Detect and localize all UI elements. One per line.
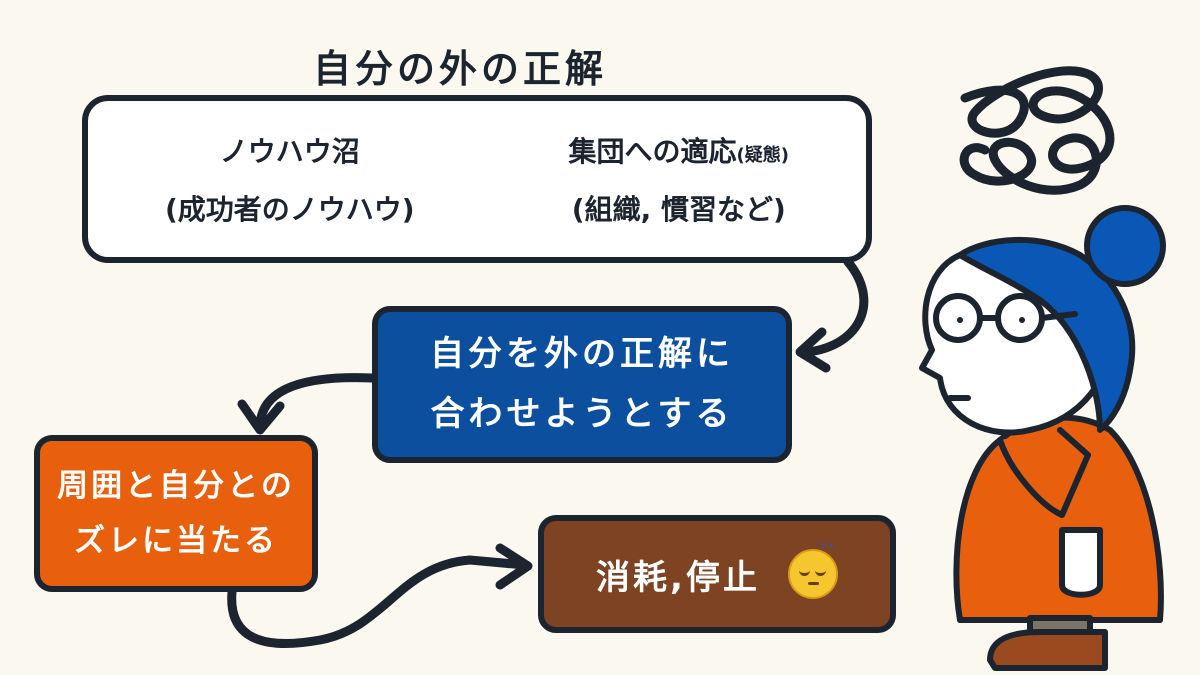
conform-line-2: 合わせようとする [430,393,734,434]
adaptation-column: 集団への適応(疑態) (組織, 慣習など) [569,130,789,228]
person-shoe [987,629,1108,671]
person-illustration [919,205,1166,671]
sleepy-eye-left [798,569,810,576]
exhaustion-box: 消耗,停止 ᶻᶻ [538,515,896,633]
sleep-z-icon: ᶻᶻ [819,541,837,556]
sleepy-mouth [807,582,819,585]
exhaustion-label: 消耗,停止 [596,557,760,598]
adaptation-label-line: 集団への適応(疑態) [569,130,789,170]
arrow-outer-to-blue [803,257,869,357]
conform-box: 自分を外の正解に 合わせようとする [372,306,792,463]
gap-box: 周囲と自分との ズレに当たる [34,435,318,592]
person-hair [957,237,1136,433]
external-answers-box: ノウハウ沼 (成功者のノウハウ) 集団への適応(疑態) (組織, 慣習など) [82,95,872,263]
arrowhead-orange-to-brown [495,543,533,590]
adaptation-small-note: (疑態) [736,145,789,166]
arrow-orange-to-brown [227,555,530,648]
scribble-icon [959,66,1115,195]
adaptation-label: 集団への適応 [568,135,737,168]
sleepy-face-icon: ᶻᶻ [787,541,838,599]
conform-line-1: 自分を外の正解に [430,334,734,374]
arrowhead-blue-to-orange [237,399,285,435]
gap-line-1: 周囲と自分との [57,468,295,505]
diagram-title: 自分の外の正解 [312,47,607,91]
person-hair-bun [1084,205,1166,287]
person-collar [997,427,1091,518]
knowhow-detail: (成功者のノウハウ) [164,193,415,226]
arrowhead-outer-to-blue [795,327,831,373]
gap-line-2: ズレに当たる [74,522,278,559]
adaptation-detail: (組織, 慣習など) [571,193,786,226]
arrow-blue-to-orange [255,373,377,430]
person-pocket [1059,527,1103,598]
sleepy-eye-right [814,569,826,576]
knowhow-column: ノウハウ沼 (成功者のノウハウ) [165,130,415,228]
knowhow-label: ノウハウ沼 [219,135,360,168]
